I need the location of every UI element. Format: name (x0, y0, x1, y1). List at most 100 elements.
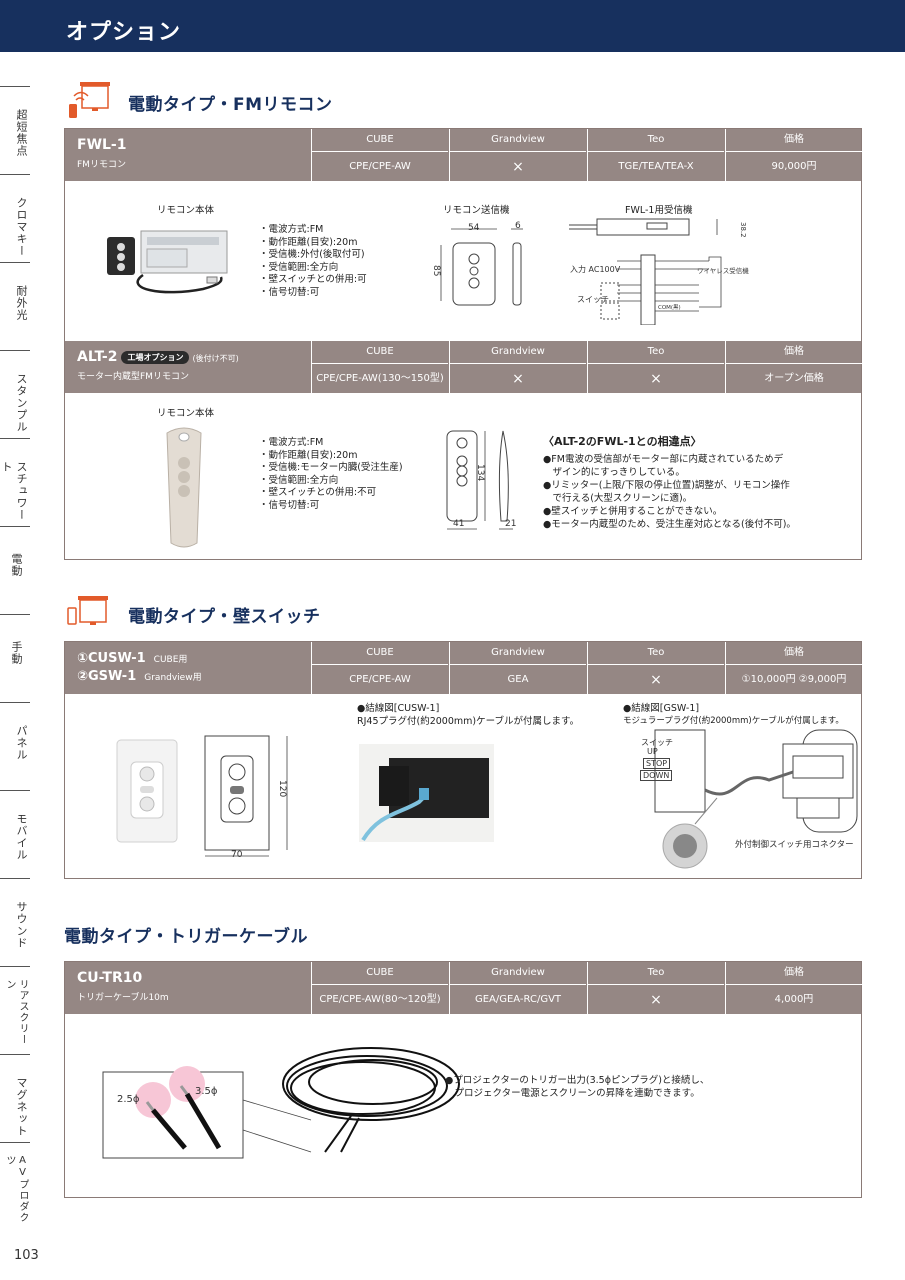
nav-item-av[interactable]: AVプロダクツ (0, 1142, 30, 1230)
wiring-diagram (569, 218, 722, 325)
section-title-remote: 電動タイプ・FMリモコン (128, 95, 333, 115)
card-trigger-cable: CU-TR10 トリガーケーブル10m CUBE Grandview Teo 価… (64, 961, 862, 1198)
gsw-label-switch: スイッチ (641, 738, 673, 747)
page-title: オプション (66, 20, 182, 45)
alt2-drawing (446, 430, 513, 530)
nav-item-stewart[interactable]: スチュワート (0, 438, 30, 526)
nav-item-mobile[interactable]: モバイル (0, 790, 30, 878)
fwl1-cap-body: リモコン本体 (157, 205, 215, 216)
fwl1-dim-h: 85 (431, 265, 441, 277)
plug-label-35: 3.5ϕ (195, 1086, 218, 1097)
alt2-specs: ・電波方式:FM・動作距離(目安):20m・受信機:モーター内臓(受注生産) ・… (259, 437, 403, 511)
alt2-dim-d: 21 (505, 519, 517, 529)
col-price: 価格 (725, 341, 862, 363)
cutr-teo: × (587, 984, 724, 1014)
fwl1-cube: CPE/CPE-AW (311, 151, 448, 181)
nav-item-sound[interactable]: サウンド (0, 878, 30, 966)
gsw-label-stop: STOP (643, 758, 671, 769)
card-fm-remote: FWL-1 FMリモコン CUBE Grandview Teo 価格 CPE/C… (64, 128, 862, 560)
trigger-cable-photo (102, 1047, 460, 1159)
col-grandview: Grandview (449, 341, 586, 363)
alt2-dim-h: 134 (475, 464, 485, 482)
cusw-dim-w: 70 (231, 850, 243, 860)
transmitter-drawing (440, 228, 523, 306)
fwl1-dim-w: 54 (468, 223, 480, 233)
cutr-note: ●プロジェクターのトリガー出力(3.5ϕピンプラグ)と接続し、 プロジェクター電… (445, 1075, 710, 1099)
nav-item-manual[interactable]: 手動 (0, 614, 30, 702)
alt2-price: オープン価格 (725, 363, 862, 393)
gsw-switch-drawing (204, 735, 288, 857)
gsw-label-up: UP (647, 747, 658, 756)
alt2-differences: 〈ALT-2のFWL-1との相違点〉 ●FM電波の受信部がモーター部に内蔵されて… (543, 435, 796, 530)
nav-item-chroma[interactable]: クロマキー (0, 174, 30, 262)
cutr-grandview: GEA/GEA-RC/GVT (449, 984, 586, 1014)
alt2-dim-w: 41 (453, 519, 465, 529)
wiring-switch-label: スイッチ (577, 295, 609, 304)
cusw-cube: CPE/CPE-AW (311, 664, 448, 694)
col-grandview: Grandview (449, 642, 586, 664)
fwl1-dim-d: 6 (515, 221, 521, 231)
nav-item-ust[interactable]: 超短焦点 (0, 86, 30, 174)
alt2-diff-title: 〈ALT-2のFWL-1との相違点〉 (543, 435, 702, 448)
col-teo: Teo (587, 962, 724, 984)
cutr-price: 4,000円 (725, 984, 862, 1014)
col-cube: CUBE (311, 642, 448, 664)
col-price: 価格 (725, 129, 862, 151)
alt2-remote-photo (166, 427, 202, 548)
gsw-connector-label: 外付制御スイッチ用コネクター (735, 840, 854, 850)
fwl1-teo: TGE/TEA/TEA-X (587, 151, 724, 181)
section-title-trigger: 電動タイプ・トリガーケーブル (64, 927, 308, 947)
col-cube: CUBE (311, 341, 448, 363)
gsw-wiring-note: ●結線図[GSW-1] モジュラープラグ付(約2000mm)ケーブルが付属します… (623, 703, 844, 726)
cutr-sub: トリガーケーブル10m (77, 993, 169, 1003)
cutr-header: CU-TR10 トリガーケーブル10m CUBE Grandview Teo 価… (65, 962, 862, 1014)
col-price: 価格 (725, 642, 862, 664)
wall-switch-screen-icon (67, 596, 108, 625)
col-teo: Teo (587, 341, 724, 363)
col-price: 価格 (725, 962, 862, 984)
cusw-connector-photo (359, 744, 494, 842)
factory-option-badge: 工場オプション (121, 350, 190, 364)
cutr-cube: CPE/CPE-AW(80〜120型) (311, 984, 448, 1014)
cusw-price: ①10,000円 ②9,000円 (725, 664, 862, 694)
nav-item-electric[interactable]: 電動 (0, 526, 30, 614)
fwl1-header: FWL-1 FMリモコン CUBE Grandview Teo 価格 CPE/C… (65, 129, 862, 181)
plug-label-25: 2.5ϕ (117, 1094, 140, 1105)
cusw-teo: × (587, 664, 724, 694)
page-number: 103 (14, 1248, 39, 1263)
fwl1-cap-tx: リモコン送信機 (443, 205, 510, 216)
wiring-com-label: COM(黒) (658, 305, 681, 311)
cusw-grandview: GEA (449, 664, 586, 694)
cusw-wiring-note: ●結線図[CUSW-1] RJ45プラグ付(約2000mm)ケーブルが付属します… (357, 703, 580, 727)
nav-item-panel[interactable]: パネル (0, 702, 30, 790)
col-teo: Teo (587, 129, 724, 151)
nav-item-ambient[interactable]: 耐外光 (0, 262, 30, 350)
fwl1-sub: FMリモコン (77, 160, 126, 170)
nav-item-rear[interactable]: リアスクリーン (0, 966, 30, 1054)
col-grandview: Grandview (449, 962, 586, 984)
col-grandview: Grandview (449, 129, 586, 151)
wiring-wireless-label: ワイヤレス受信機 (697, 267, 749, 275)
wiring-input-label: 入力 AC100V (570, 265, 621, 274)
section-title-wall: 電動タイプ・壁スイッチ (128, 607, 321, 627)
fwl1-cap-rx: FWL-1用受信機 (625, 205, 693, 216)
gsw-label-down: DOWN (640, 770, 673, 781)
cusw-switch-photo (116, 739, 178, 843)
nav-item-stumpfl[interactable]: スタンプル (0, 350, 30, 438)
fwl1-specs: ・電波方式:FM・動作距離(目安):20m・受信機:外付(後取付可) ・受信範囲… (259, 224, 367, 298)
alt2-sub: モーター内蔵型FMリモコン (77, 372, 189, 382)
alt2-grandview: × (449, 363, 586, 393)
col-cube: CUBE (311, 129, 448, 151)
nav-item-magnet[interactable]: マグネット (0, 1054, 30, 1142)
cusw-dim-h: 120 (277, 780, 287, 798)
alt2-badge-note: (後付け不可) (192, 354, 239, 363)
fwl1-price: 90,000円 (725, 151, 862, 181)
alt2-teo: × (587, 363, 724, 393)
remote-screen-icon (69, 82, 110, 118)
col-teo: Teo (587, 642, 724, 664)
